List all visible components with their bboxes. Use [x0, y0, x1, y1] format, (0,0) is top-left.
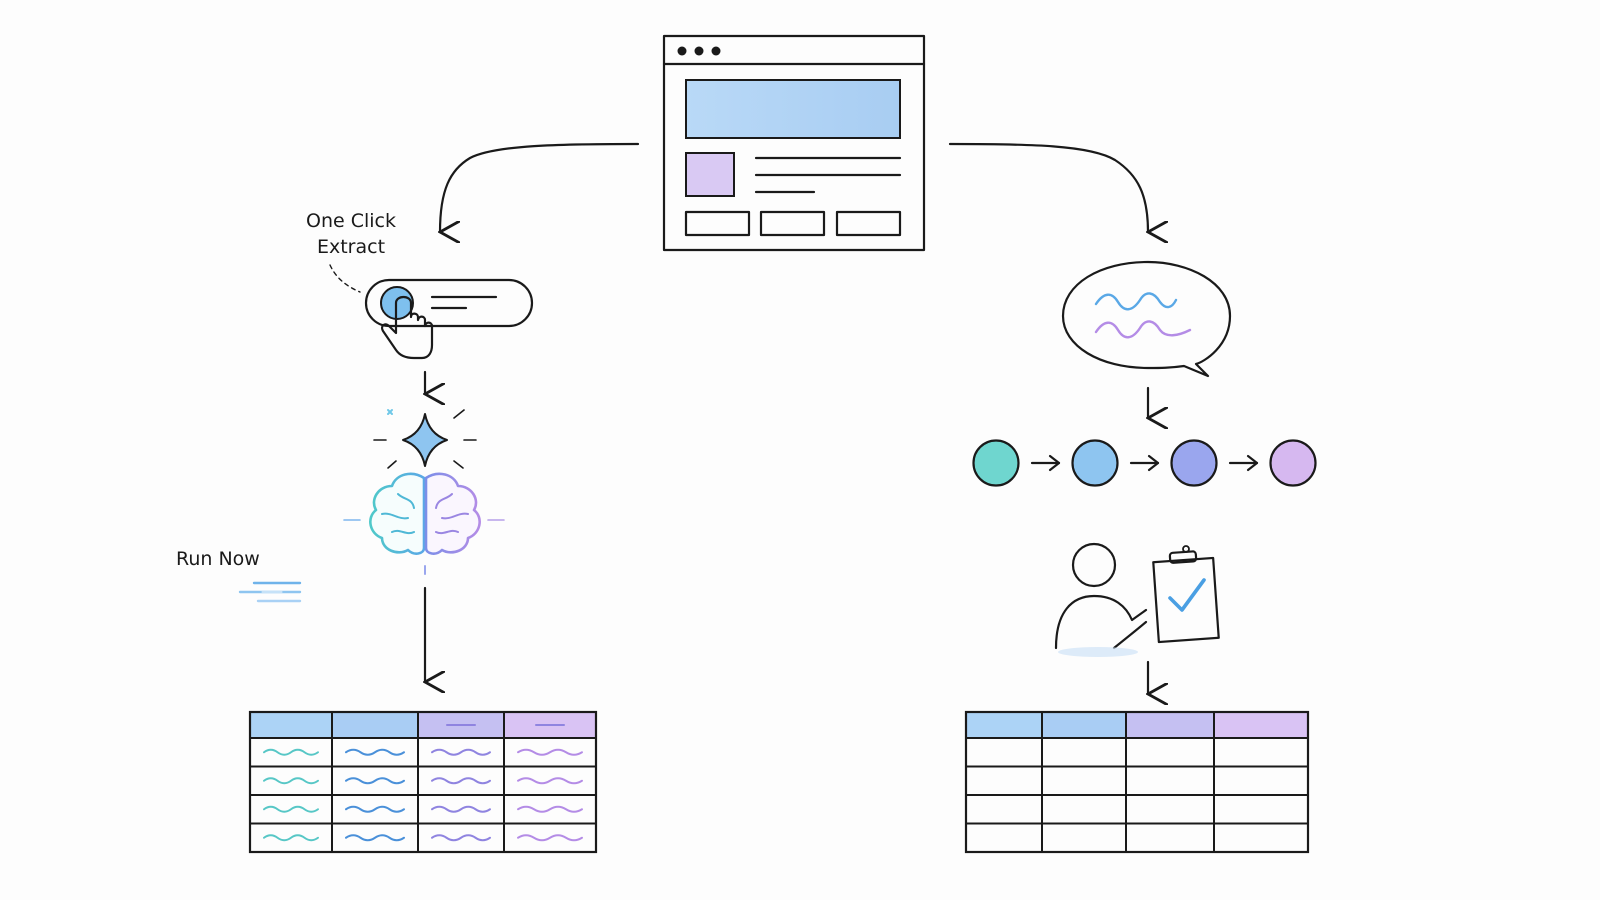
processing-pipeline: [972, 439, 1317, 487]
table-cell-value: [263, 805, 319, 813]
table-cell-value: [517, 748, 583, 756]
table-header-cell: [332, 712, 418, 738]
branch-arrow-right: [948, 142, 1148, 232]
sparkle-icon: [373, 409, 477, 469]
one-click-extract-button: [364, 278, 534, 328]
table-cell-value: [517, 834, 583, 842]
table-cell-value: [431, 834, 491, 842]
hand-pointer-icon: [381, 295, 434, 360]
table-header-cell: [1214, 712, 1308, 738]
branch-arrow-left: [440, 142, 640, 232]
clipboard-icon: [1152, 545, 1220, 644]
pipeline-node: [1269, 439, 1317, 487]
window-button: [835, 210, 902, 237]
table-cell-value: [345, 805, 405, 813]
brain-icon: [343, 472, 505, 555]
table-cell-value: [431, 748, 491, 756]
pipeline-node: [1170, 439, 1218, 487]
speech-bubble-icon: [1061, 260, 1232, 378]
pipeline-node: [1071, 439, 1119, 487]
checkmark-icon: [1168, 578, 1206, 612]
table-cell-value: [263, 777, 319, 785]
one-click-text: One Click: [306, 210, 396, 232]
extract-text: Extract: [316, 236, 386, 258]
table-cell-value: [345, 748, 405, 756]
table-cell-value: [263, 834, 319, 842]
verified-data-table: [964, 710, 1310, 854]
window-button: [684, 210, 751, 237]
run-now-label: Run Now: [176, 548, 260, 570]
window-dot: [711, 46, 721, 56]
window-dot: [677, 46, 687, 56]
table-cell-value: [517, 777, 583, 785]
person-with-clipboard-icon: [1054, 542, 1220, 657]
table-cell-value: [345, 834, 405, 842]
window-dot: [694, 46, 704, 56]
table-cell-value: [263, 748, 319, 756]
image-placeholder: [685, 152, 735, 197]
browser-window-icon: [662, 34, 926, 252]
table-header-cell: [1126, 712, 1214, 738]
window-button: [759, 210, 826, 237]
table-header-cell: [250, 712, 332, 738]
one-click-extract-label: One Click Extract: [296, 208, 406, 260]
extracted-data-table: [248, 710, 598, 854]
table-header-cell: [966, 712, 1042, 738]
table-header-cell: [1042, 712, 1126, 738]
table-cell-value: [431, 805, 491, 813]
pipeline-node: [972, 439, 1020, 487]
callout-dashed-line: [329, 264, 361, 293]
table-cell-value: [345, 777, 405, 785]
hero-banner: [685, 79, 901, 139]
table-cell-value: [431, 777, 491, 785]
speed-lines-icon: [238, 581, 302, 603]
table-cell-value: [517, 805, 583, 813]
